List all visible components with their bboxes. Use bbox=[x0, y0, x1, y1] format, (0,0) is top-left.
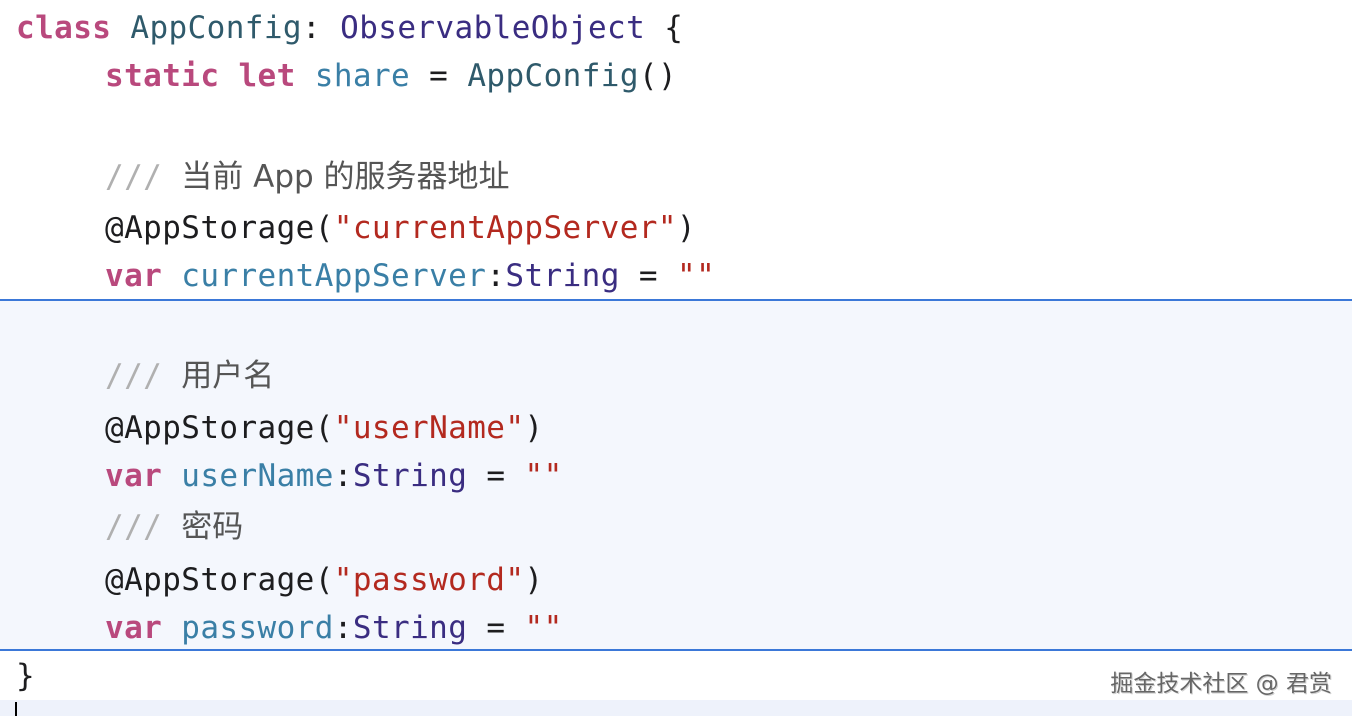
operator: = bbox=[429, 58, 449, 94]
open-brace: { bbox=[664, 10, 684, 46]
watermark: 掘金技术社区 @ 君赏 bbox=[1110, 671, 1332, 697]
close-paren: ) bbox=[524, 410, 544, 446]
variable-name: currentAppServer bbox=[181, 258, 487, 294]
colon: : bbox=[333, 610, 353, 646]
text-caret bbox=[15, 702, 17, 716]
comment-text: 当前 App 的服务器地址 bbox=[181, 159, 510, 195]
code-comment-password: /// 密码 bbox=[16, 502, 243, 552]
type-name: String bbox=[352, 610, 468, 646]
protocol-name: ObservableObject bbox=[340, 10, 646, 46]
operator: = bbox=[486, 610, 506, 646]
comment-slashes: /// bbox=[105, 159, 163, 195]
string-literal: "" bbox=[677, 258, 716, 294]
code-comment-username: /// 用户名 bbox=[16, 351, 274, 401]
type-name: String bbox=[505, 258, 620, 294]
code-line-closing-brace: } bbox=[16, 651, 35, 701]
operator: = bbox=[486, 458, 506, 494]
code-line-var-server: var currentAppServer:String = "" bbox=[16, 251, 715, 301]
keyword: static bbox=[105, 58, 220, 94]
code-line-attr-password: @AppStorage("password") bbox=[16, 555, 543, 605]
string-literal: "password" bbox=[333, 562, 525, 598]
highlighted-region bbox=[0, 301, 1352, 649]
attribute: @AppStorage( bbox=[105, 410, 334, 446]
property-name: share bbox=[314, 58, 411, 94]
string-literal: "userName" bbox=[333, 410, 525, 446]
code-line-shared: static let share = AppConfig() bbox=[16, 51, 677, 101]
close-paren: ) bbox=[524, 562, 544, 598]
comment-slashes: /// bbox=[105, 358, 163, 394]
class-name: AppConfig bbox=[130, 10, 302, 46]
colon: : bbox=[486, 258, 506, 294]
variable-name: userName bbox=[181, 458, 334, 494]
close-brace: } bbox=[16, 658, 36, 694]
current-line-highlight bbox=[0, 700, 1352, 716]
colon: : bbox=[333, 458, 353, 494]
code-line-var-username: var userName:String = "" bbox=[16, 451, 563, 501]
code-line-attr-server: @AppStorage("currentAppServer") bbox=[16, 203, 696, 253]
initializer-call: AppConfig bbox=[467, 58, 639, 94]
comment-text: 密码 bbox=[181, 509, 244, 545]
string-literal: "" bbox=[524, 610, 563, 646]
comment-slashes: /// bbox=[105, 509, 163, 545]
string-literal: "currentAppServer" bbox=[333, 210, 677, 246]
attribute: @AppStorage( bbox=[105, 210, 334, 246]
variable-name: password bbox=[181, 610, 334, 646]
code-line-var-password: var password:String = "" bbox=[16, 603, 563, 653]
colon: : bbox=[301, 10, 322, 46]
parens: () bbox=[638, 58, 678, 94]
operator: = bbox=[638, 258, 658, 294]
close-paren: ) bbox=[676, 210, 696, 246]
attribute: @AppStorage( bbox=[105, 562, 334, 598]
code-comment-server: /// 当前 App 的服务器地址 bbox=[16, 152, 510, 202]
highlight-bottom-border bbox=[0, 649, 1352, 651]
keyword: class bbox=[16, 10, 112, 46]
string-literal: "" bbox=[524, 458, 563, 494]
highlight-top-border bbox=[0, 299, 1352, 301]
keyword: let bbox=[238, 58, 296, 94]
keyword: var bbox=[105, 458, 163, 494]
type-name: String bbox=[352, 458, 468, 494]
code-line-attr-username: @AppStorage("userName") bbox=[16, 403, 543, 453]
code-line-class-decl: class AppConfig: ObservableObject { bbox=[16, 3, 683, 53]
keyword: var bbox=[105, 258, 163, 294]
comment-text: 用户名 bbox=[181, 358, 275, 394]
keyword: var bbox=[105, 610, 163, 646]
